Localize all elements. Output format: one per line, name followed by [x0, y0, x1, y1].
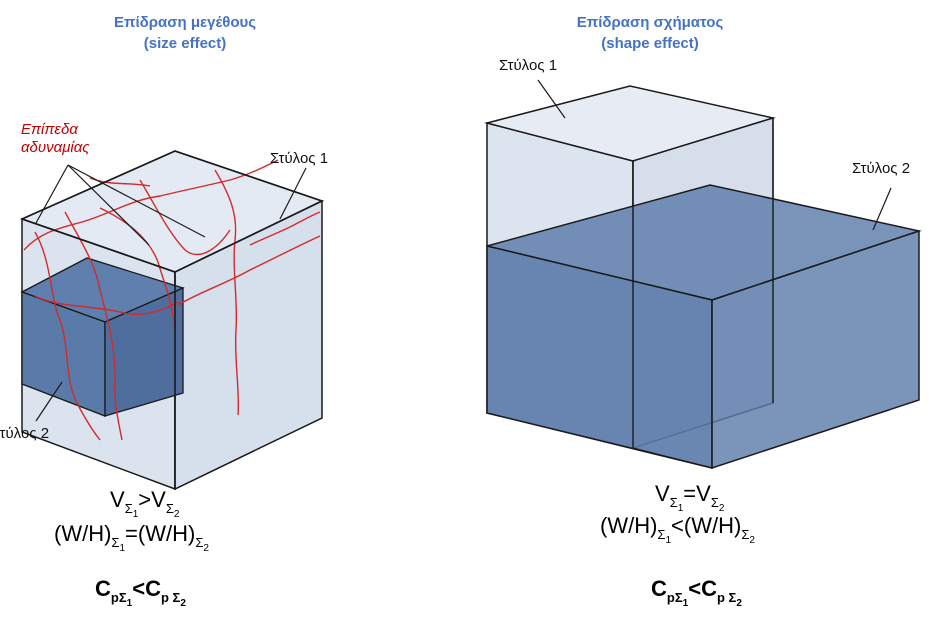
weakness-label-line1: Επίπεδα: [21, 121, 78, 138]
right-leader-lines: [537, 79, 892, 231]
left-small-cube-side: [104, 287, 184, 417]
weakness-cracks: [23, 159, 321, 441]
left-title-line2: (size effect): [143, 35, 227, 52]
left-title-line1: Επίδραση μεγέθους: [113, 14, 257, 31]
right-column2-label: Στύλος 2: [852, 160, 911, 177]
right-title: Επίδραση σχήματος (shape effect): [555, 12, 745, 54]
left-formula-volume: VΣ1>VΣ2: [110, 487, 180, 520]
left-leader-lines: [35, 164, 307, 422]
right-formula-ratio: (W/H)Σ1<(W/H)Σ2: [600, 513, 755, 546]
right-formula-cp: CpΣ1<Cp Σ2: [651, 576, 742, 609]
right-column1-label: Στύλος 1: [499, 57, 558, 74]
right-wide-prism-side: [711, 229, 920, 470]
right-title-line2: (shape effect): [601, 35, 699, 52]
left-formula-cp: CpΣ1<Cp Σ2: [95, 576, 186, 609]
weakness-label-line2: αδυναμίας: [21, 139, 90, 156]
right-title-line1: Επίδραση σχήματος: [576, 14, 724, 31]
left-column1-label: Στύλος 1: [270, 150, 329, 167]
left-formula-ratio: (W/H)Σ1=(W/H)Σ2: [54, 521, 209, 554]
left-large-cube-edges: [21, 150, 325, 489]
right-inner-edges: [632, 118, 774, 469]
left-column2-label: Στύλος 2: [0, 425, 50, 442]
weakness-planes-label: Επίπεδα αδυναμίας: [21, 121, 90, 157]
left-small-cube: [20, 257, 185, 417]
right-formula-volume: VΣ1=VΣ2: [655, 481, 725, 514]
left-title: Επίδραση μεγέθους (size effect): [90, 12, 280, 54]
right-wide-prism: [486, 184, 922, 470]
